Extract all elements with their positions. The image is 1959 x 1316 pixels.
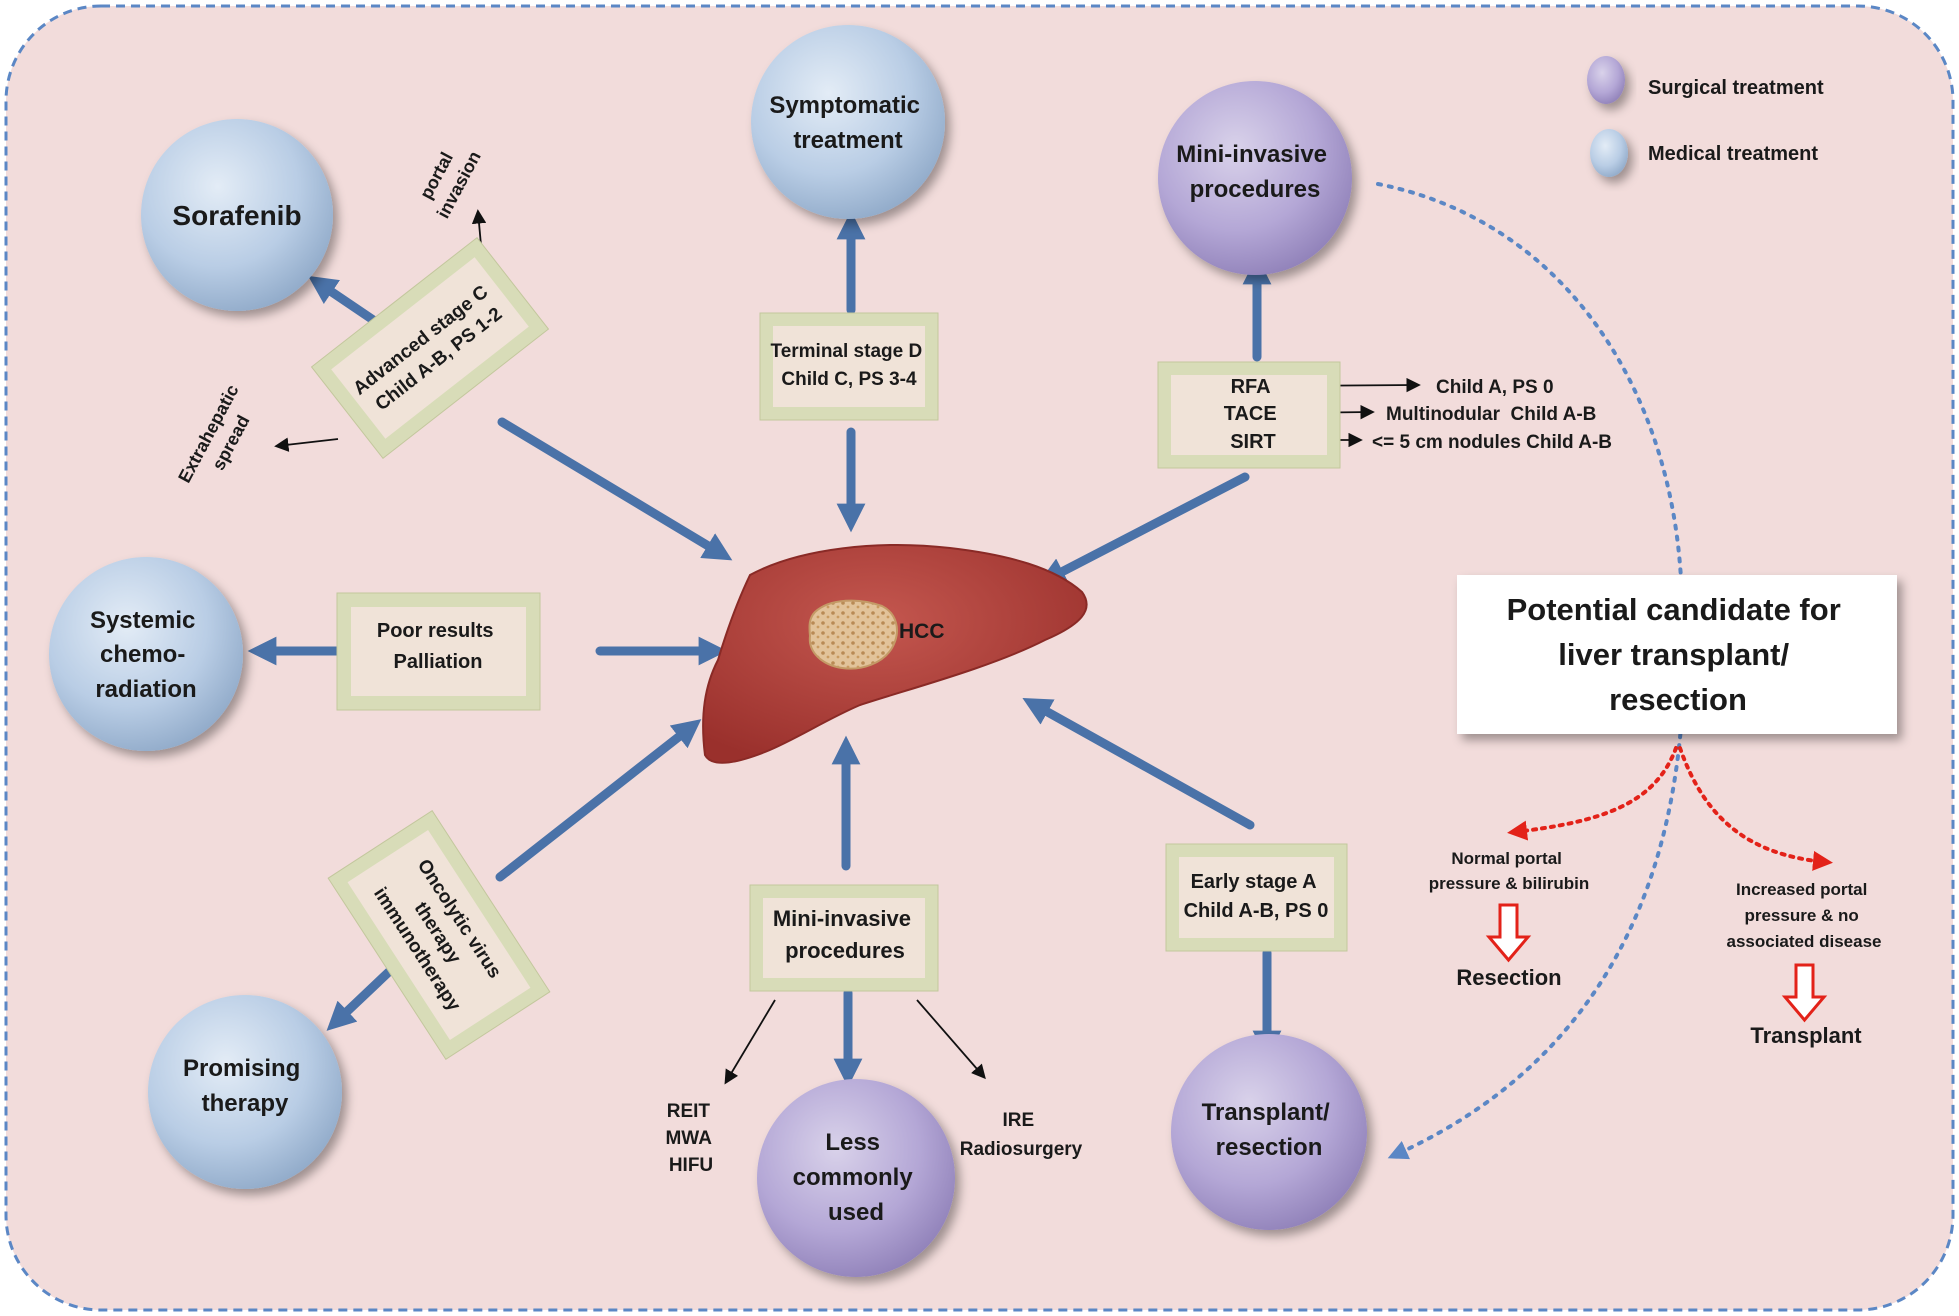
circle-less-common (757, 1079, 955, 1277)
outcome-resection: Resection (1456, 965, 1561, 990)
circle-less-common-line2: commonly (793, 1164, 914, 1191)
box-mini-bottom-label: Mini-invasive procedures (773, 906, 917, 963)
arrow-oncolytic-to-liver (495, 719, 702, 882)
circle-systemic-line1: Systemic (90, 607, 195, 634)
outcome-normal-line2: pressure & bilirubin (1429, 874, 1590, 893)
circle-symptomatic-line1: Symptomatic (769, 92, 920, 119)
arrow-to-resection-outcome (1507, 746, 1678, 841)
box-terminal-line2: Child C, PS 3-4 (781, 369, 917, 390)
arrow-to-promising (326, 962, 399, 1031)
circle-symptomatic-line2: treatment (793, 127, 902, 154)
circle-sorafenib-label: Sorafenib (172, 200, 301, 231)
circle-mini-top-line1: Mini-invasive (1176, 141, 1327, 168)
box-poor-line1: Poor results (377, 620, 494, 642)
outcome-normal-line1: Normal portal (1451, 849, 1562, 868)
candidate-line1: Potential candidate for (1507, 592, 1841, 627)
outcome-increased-line3: associated disease (1727, 932, 1882, 951)
box-poor-line2: Palliation (394, 651, 483, 673)
circle-promising-line1: Promising (183, 1055, 300, 1082)
arrow-extrahepatic (274, 437, 339, 452)
circle-systemic-line3: radiation (95, 676, 196, 703)
down-arrow-resection-icon (1485, 903, 1532, 963)
note-reit-line1: REIT (667, 1101, 711, 1122)
box-rfa-line2: TACE (1224, 403, 1277, 425)
box-rfa-line3: SIRT (1230, 431, 1276, 453)
circle-systemic-line2: chemo- (100, 641, 185, 668)
arrow-rfa-to-liver (1037, 472, 1250, 585)
circle-less-common-label: Less commonly used (793, 1129, 920, 1226)
tumor-shape (808, 599, 898, 670)
box-early-stage: Early stage A Child A-B, PS 0 (1165, 843, 1348, 952)
circle-mini-invasive-top (1158, 81, 1352, 275)
arrow-to-ire (916, 999, 986, 1080)
legend-surgical-label: Surgical treatment (1648, 77, 1824, 99)
candidate-line2: liver transplant/ (1558, 637, 1789, 672)
arrow-to-reit (724, 999, 776, 1085)
circle-symptomatic-label: Symptomatic treatment (769, 92, 926, 154)
circle-mini-top-label: Mini-invasive procedures (1176, 141, 1333, 203)
circle-less-common-line3: used (828, 1199, 884, 1226)
box-poor-results: Poor results Palliation (336, 592, 541, 711)
liver: HCC (702, 544, 1088, 764)
circle-sorafenib (141, 119, 333, 311)
outcome-arrows (1507, 746, 1833, 871)
hcc-label: HCC (899, 620, 945, 643)
box-early-label: Early stage A Child A-B, PS 0 (1184, 871, 1329, 922)
note-reit-line2: MWA (665, 1128, 712, 1149)
box-rfa-label: RFA TACE SIRT (1224, 376, 1283, 453)
circle-promising (148, 995, 342, 1189)
candidate-line3: resection (1609, 682, 1747, 717)
note-reit: REIT MWA HIFU (665, 1101, 716, 1176)
box-terminal-label: Terminal stage D Child C, PS 3-4 (771, 341, 928, 390)
candidate-label: Potential candidate for liver transplant… (1507, 592, 1850, 717)
circle-systemic-label: Systemic chemo- radiation (90, 607, 202, 703)
candidate-box (1457, 575, 1897, 734)
box-poor-label: Poor results Palliation (377, 620, 499, 673)
liver-shape (702, 544, 1088, 764)
outcome-increased-line2: pressure & no (1744, 906, 1858, 925)
outcome-increased-line1: Increased portal (1736, 880, 1867, 899)
note-ire-line1: IRE (1003, 1110, 1035, 1131)
note-reit-line3: HIFU (669, 1155, 713, 1176)
circle-transplant-line2: resection (1216, 1134, 1323, 1161)
box-early-line1: Early stage A (1191, 871, 1317, 893)
legend-surgical-icon (1587, 56, 1625, 104)
flow-arrows (247, 210, 1282, 1088)
box-rfa-tace-sirt: RFA TACE SIRT (1157, 361, 1341, 469)
outcome-increased-conditions: Increased portal pressure & no associate… (1727, 880, 1882, 951)
note-ire-line2: Radiosurgery (960, 1139, 1083, 1160)
outcome-transplant: Transplant (1750, 1023, 1862, 1048)
box-terminal-line1: Terminal stage D (771, 341, 923, 362)
arrow-to-transplant-outcome (1678, 746, 1833, 871)
box-terminal-stage: Terminal stage D Child C, PS 3-4 (759, 312, 939, 421)
circle-symptomatic (751, 25, 945, 219)
circle-transplant (1171, 1034, 1367, 1230)
circle-systemic (49, 557, 243, 751)
box-mini-bottom-line2: procedures (785, 938, 905, 963)
circle-transplant-label: Transplant/ resection (1202, 1099, 1337, 1161)
note-sirt: <= 5 cm nodules Child A-B (1372, 432, 1612, 453)
circle-promising-label: Promising therapy (183, 1055, 307, 1117)
legend-medical-label: Medical treatment (1648, 143, 1818, 165)
arrow-early-to-liver (1022, 697, 1255, 830)
circle-promising-line2: therapy (202, 1090, 289, 1117)
box-mini-bottom-line1: Mini-invasive (773, 906, 911, 931)
arrow-advanced-to-liver (497, 417, 733, 561)
down-arrow-transplant-icon (1781, 963, 1828, 1023)
box-rfa-line1: RFA (1231, 376, 1271, 398)
box-early-line2: Child A-B, PS 0 (1184, 900, 1329, 922)
outcome-normal-conditions: Normal portal pressure & bilirubin (1429, 849, 1590, 893)
legend: Surgical treatment Medical treatment (1587, 56, 1824, 177)
circle-transplant-line1: Transplant/ (1202, 1099, 1330, 1126)
box-mini-invasive-bottom: Mini-invasive procedures (749, 884, 939, 992)
legend-medical-icon (1590, 129, 1628, 177)
circle-less-common-line1: Less (825, 1129, 880, 1156)
note-tace: Multinodular Child A-B (1386, 404, 1596, 425)
circle-mini-top-line2: procedures (1190, 176, 1321, 203)
note-ire: IRE Radiosurgery (960, 1110, 1083, 1160)
note-rfa: Child A, PS 0 (1436, 377, 1554, 398)
